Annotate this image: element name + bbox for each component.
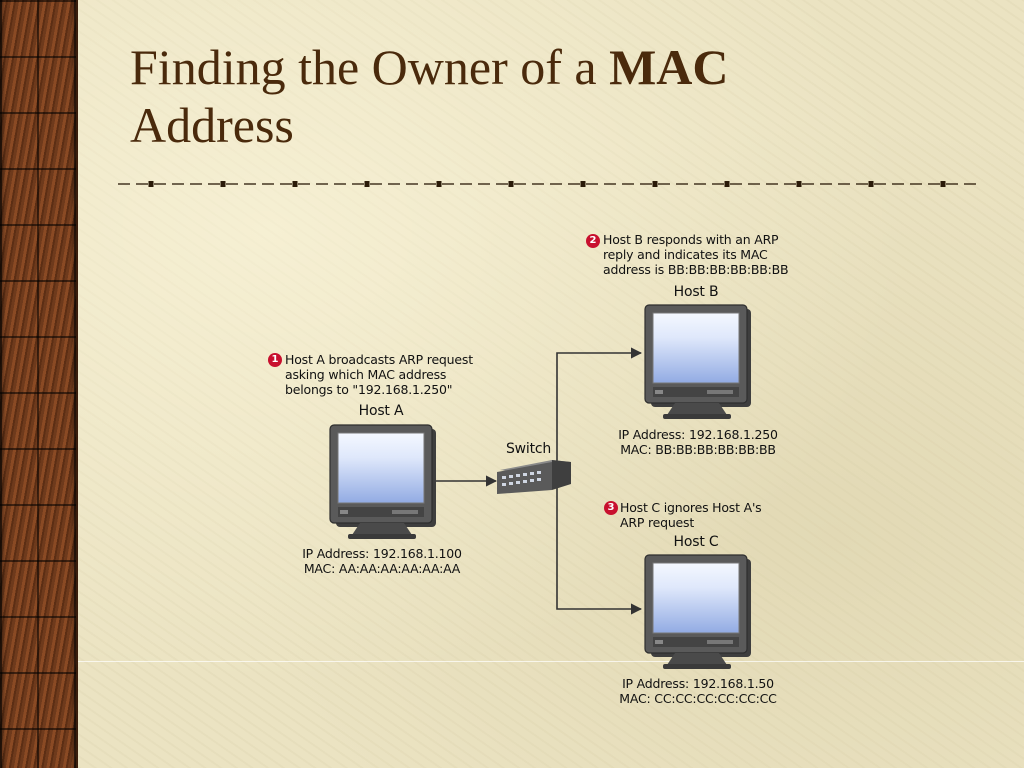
step-3-caption: Host C ignores Host A's ARP request <box>620 500 762 530</box>
title-text: Finding the Owner of a <box>130 39 597 95</box>
bottom-rule <box>78 661 1024 662</box>
divider-dot <box>724 181 730 187</box>
host-a-computer-icon <box>329 424 436 539</box>
step-1-badge: 1 <box>268 353 282 367</box>
step-2-badge: 2 <box>586 234 600 248</box>
divider-dot <box>652 181 658 187</box>
divider-dot <box>940 181 946 187</box>
divider-dot <box>364 181 370 187</box>
divider-dot <box>508 181 514 187</box>
host-c-computer-icon <box>644 554 751 669</box>
divider-dot <box>220 181 226 187</box>
link-switch-host-b <box>556 347 643 466</box>
divider-dot <box>868 181 874 187</box>
wooden-spine-border <box>0 0 78 768</box>
step-1-caption: Host A broadcasts ARP request asking whi… <box>285 352 473 397</box>
host-c-mac: MAC: CC:CC:CC:CC:CC:CC <box>619 691 777 706</box>
host-b-name: Host B <box>673 284 719 300</box>
step-3-badge: 3 <box>604 501 618 515</box>
divider-dot <box>148 181 154 187</box>
title-line-2: Address <box>130 97 294 153</box>
link-switch-host-c <box>556 486 643 615</box>
host-c-ip: IP Address: 192.168.1.50 <box>622 676 774 691</box>
divider-dot <box>796 181 802 187</box>
step-2-caption: Host B responds with an ARP reply and in… <box>603 232 789 277</box>
host-c-name: Host C <box>673 534 719 550</box>
divider-dot <box>580 181 586 187</box>
title-divider <box>118 181 976 187</box>
divider-dot <box>436 181 442 187</box>
title-bold-text: MAC <box>609 39 729 95</box>
slide-background <box>78 0 1024 768</box>
host-b-computer-icon <box>644 304 751 419</box>
host-a-mac: MAC: AA:AA:AA:AA:AA:AA <box>303 561 461 576</box>
host-a-name: Host A <box>358 403 404 419</box>
switch-label: Switch <box>506 441 552 457</box>
host-b-ip: IP Address: 192.168.1.250 <box>618 427 778 442</box>
spine-edge <box>76 0 78 768</box>
slide-title: Finding the Owner of a MAC Address <box>130 38 729 154</box>
host-b-mac: MAC: BB:BB:BB:BB:BB:BB <box>620 442 776 457</box>
divider-dot <box>292 181 298 187</box>
switch-icon <box>497 460 571 494</box>
host-a-ip: IP Address: 192.168.1.100 <box>302 546 462 561</box>
